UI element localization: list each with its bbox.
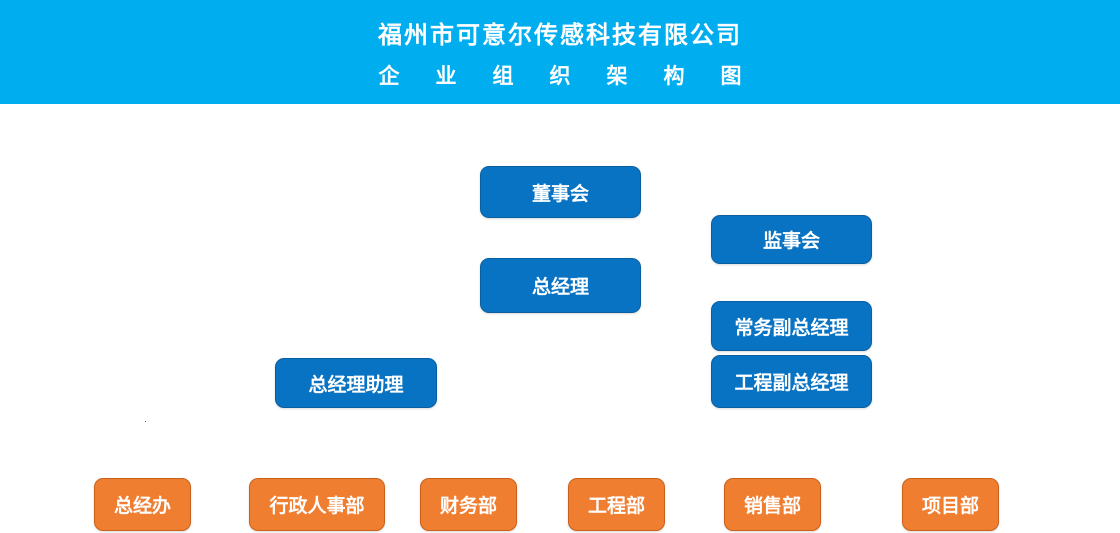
node-executive-vp: 常务副总经理 [711, 301, 872, 351]
company-name: 福州市可意尔传感科技有限公司 [378, 21, 742, 49]
dept-finance: 财务部 [420, 478, 517, 531]
title-banner: 福州市可意尔传感科技有限公司 企业组织架构图 [0, 0, 1120, 104]
node-engineering-vp: 工程副总经理 [711, 355, 872, 408]
dept-engineering: 工程部 [568, 478, 665, 531]
dept-admin-hr: 行政人事部 [249, 478, 385, 531]
node-board: 董事会 [480, 166, 641, 218]
dept-general-office: 总经办 [94, 478, 191, 531]
dept-projects: 项目部 [902, 478, 999, 531]
dept-sales: 销售部 [724, 478, 821, 531]
node-gm-assistant: 总经理助理 [275, 358, 437, 408]
node-supervisors: 监事会 [711, 215, 872, 264]
chart-title: 企业组织架构图 [378, 64, 778, 88]
stray-dot [145, 421, 146, 422]
node-general-manager: 总经理 [480, 258, 641, 313]
